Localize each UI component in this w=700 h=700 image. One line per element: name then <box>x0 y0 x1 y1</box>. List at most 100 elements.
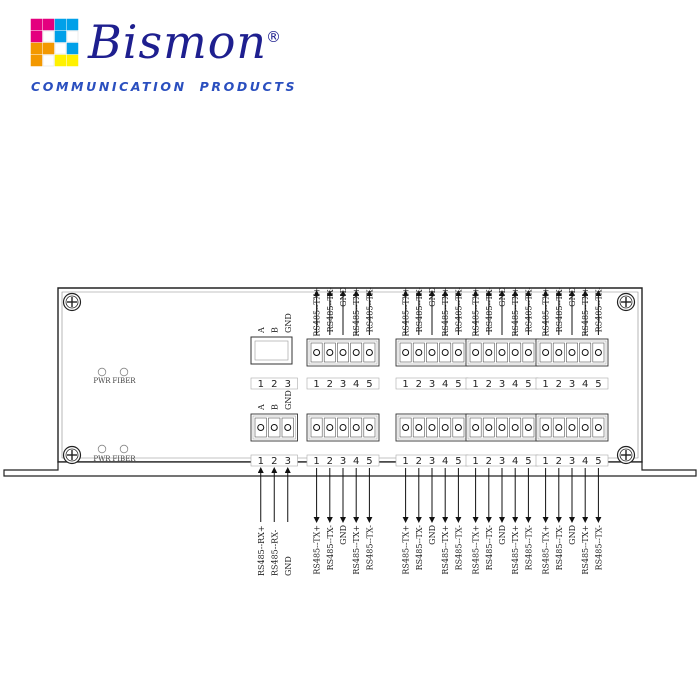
signal-label: RS485--TX- <box>326 287 335 333</box>
signal-label: RS485--TX+ <box>511 287 520 337</box>
indicator-led-icon <box>119 444 129 454</box>
pin-number: 2 <box>271 379 277 390</box>
signal-label: B <box>271 404 280 410</box>
pin-number: 3 <box>429 456 435 467</box>
terminal-screw-icon <box>511 424 519 431</box>
terminal-screw-icon <box>498 424 506 431</box>
pin-number: 5 <box>595 379 601 390</box>
signal-label: RS485--TX- <box>485 525 494 571</box>
signal-label: GND <box>339 287 348 307</box>
pin-number: 2 <box>327 456 333 467</box>
logo-cell <box>30 42 43 55</box>
pin-number: 2 <box>416 456 422 467</box>
logo-cell <box>42 42 55 55</box>
signal-label: RS485--TX- <box>524 525 533 571</box>
pin-number: 1 <box>542 456 548 467</box>
signal-label: RS485--TX+ <box>402 525 411 575</box>
terminal-screw-icon <box>498 349 506 356</box>
signal-label: RS485--TX- <box>415 287 424 333</box>
indicator-label: PWR <box>93 377 111 385</box>
terminal-screw-icon <box>402 349 410 356</box>
terminal-screw-icon <box>472 424 480 431</box>
pin-number: 5 <box>525 456 531 467</box>
registered-mark: ® <box>266 28 281 46</box>
terminal-screw-icon <box>485 424 493 431</box>
signal-label: RS485--TX- <box>365 287 374 333</box>
signal-label: RS485--TX+ <box>581 287 590 337</box>
pin-number: 1 <box>402 456 408 467</box>
signal-label: GND <box>568 525 577 545</box>
terminal-block <box>395 413 469 442</box>
signal-label: RS485--TX- <box>555 525 564 571</box>
pin-number: 4 <box>442 379 448 390</box>
signal-label: RS485--TX+ <box>441 525 450 575</box>
pin-number: 1 <box>313 379 319 390</box>
signal-label: RS485--TX- <box>454 525 463 571</box>
logo-cell <box>54 30 67 43</box>
signal-label: RS485--RX+ <box>257 525 266 576</box>
terminal-screw-icon <box>326 349 334 356</box>
logo-cell <box>66 42 79 55</box>
signal-label: RS485--TX- <box>454 287 463 333</box>
pin-number: 3 <box>285 379 291 390</box>
terminal-block <box>395 338 469 367</box>
pin-number: 2 <box>486 456 492 467</box>
signal-label: GND <box>498 525 507 545</box>
signal-label: RS485--TX+ <box>352 525 361 575</box>
terminal-screw-icon <box>555 349 563 356</box>
pin-number: 4 <box>353 379 359 390</box>
terminal-screw-icon <box>524 349 532 356</box>
terminal-block <box>465 338 539 367</box>
pin-number: 5 <box>366 456 372 467</box>
brand-name: Bismon <box>88 15 268 69</box>
signal-label: RS485--TX- <box>594 525 603 571</box>
signal-label: RS485--TX+ <box>581 525 590 575</box>
pin-number: 1 <box>472 379 478 390</box>
terminal-screw-icon <box>402 424 410 431</box>
signal-label: RS485--TX- <box>415 525 424 571</box>
terminal-screw-icon <box>365 349 373 356</box>
terminal-screw-icon <box>524 424 532 431</box>
indicator-label: FIBER <box>112 377 136 385</box>
terminal-screw-icon <box>313 424 321 431</box>
terminal-screw-icon <box>594 424 602 431</box>
screw-icon <box>62 292 82 312</box>
pin-number: 1 <box>402 379 408 390</box>
logo-cell <box>42 18 55 31</box>
terminal-screw-icon <box>352 349 360 356</box>
pin-number: 4 <box>442 456 448 467</box>
pin-number: 5 <box>366 379 372 390</box>
terminal-screw-icon <box>313 349 321 356</box>
terminal-block <box>465 413 539 442</box>
signal-label: RS485--TX+ <box>542 525 551 575</box>
signal-label: GND <box>428 287 437 307</box>
terminal-screw-icon <box>257 424 265 431</box>
signal-label: RS485--RX- <box>270 529 279 576</box>
logo-cell <box>42 30 55 43</box>
pin-number: 3 <box>569 456 575 467</box>
logo-cell <box>66 30 79 43</box>
terminal-screw-icon <box>326 424 334 431</box>
signal-label: RS485--TX+ <box>313 287 322 337</box>
signal-label: RS485--TX- <box>524 287 533 333</box>
indicator-led-icon <box>97 444 107 454</box>
pin-number: 4 <box>582 456 588 467</box>
pin-number: 2 <box>416 379 422 390</box>
pin-number: 5 <box>455 456 461 467</box>
screw-icon <box>616 292 636 312</box>
signal-label: GND <box>428 525 437 545</box>
terminal-screw-icon <box>511 349 519 356</box>
pin-number: 1 <box>313 456 319 467</box>
signal-label: RS485--TX- <box>365 525 374 571</box>
pin-number: 2 <box>271 456 277 467</box>
signal-label: RS485--TX+ <box>441 287 450 337</box>
